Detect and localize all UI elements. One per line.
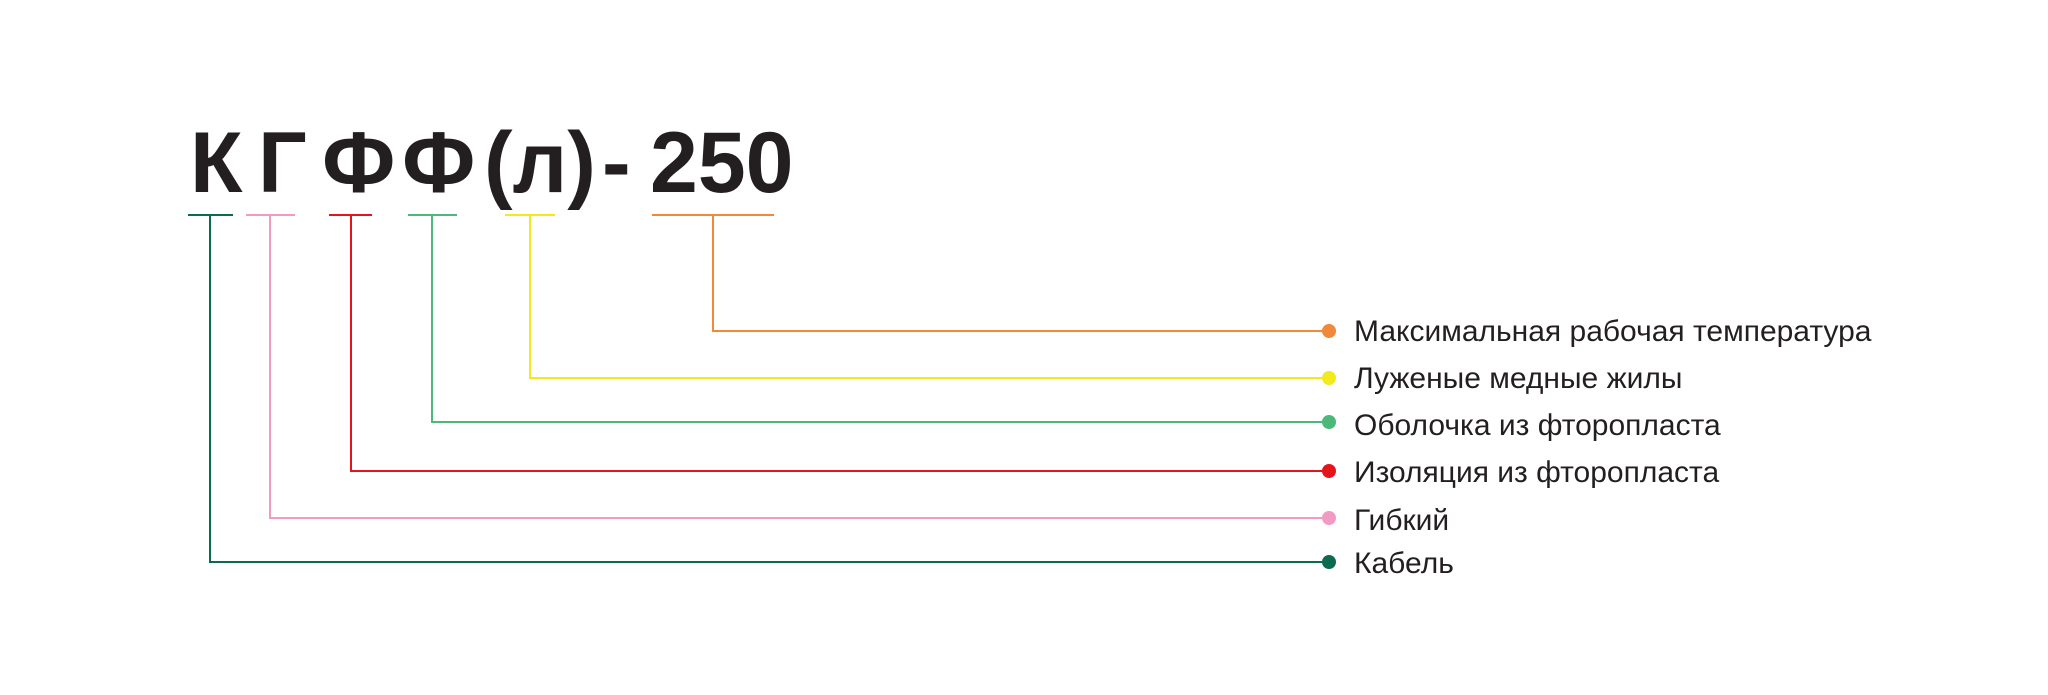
connector-cable-path	[209, 215, 1325, 563]
connector-tinned-path	[529, 215, 1325, 379]
legend-dot-temperature	[1322, 324, 1336, 338]
legend-dot-flexible	[1322, 511, 1336, 525]
legend-labels: Максимальная рабочая температура Луженые…	[1354, 315, 1872, 580]
code-number-250: 250	[650, 115, 794, 211]
legend-label-sheath: Оболочка из фторопласта	[1354, 409, 1721, 442]
legend-label-tinned: Луженые медные жилы	[1354, 362, 1682, 395]
code-letter-g: Г	[258, 115, 307, 211]
legend-label-insulation: Изоляция из фторопласта	[1354, 456, 1719, 489]
legend-dot-insulation	[1322, 464, 1336, 478]
connector-temperature-path	[712, 215, 1325, 332]
code-letter-l: (л)	[484, 115, 596, 211]
legend-dot-sheath	[1322, 415, 1336, 429]
code-letter-k: К	[190, 115, 243, 211]
legend-label-flexible: Гибкий	[1354, 504, 1449, 537]
legend-dot-cable	[1322, 555, 1336, 569]
legend-label-temperature: Максимальная рабочая температура	[1354, 315, 1872, 348]
code-dash: -	[602, 115, 631, 211]
connector-insulation-path	[350, 215, 1325, 472]
legend-dots	[1322, 324, 1336, 569]
connector-flexible-path	[269, 215, 1325, 519]
code-letter-f-sheath: Ф	[402, 115, 475, 211]
legend-label-cable: Кабель	[1354, 547, 1454, 580]
connector-sheath-path	[431, 215, 1325, 423]
code-letter-f-insulation: Ф	[322, 115, 395, 211]
cable-code: К Г Ф Ф (л) - 250	[190, 115, 794, 211]
legend-dot-tinned	[1322, 371, 1336, 385]
connector-lines	[188, 214, 1325, 563]
